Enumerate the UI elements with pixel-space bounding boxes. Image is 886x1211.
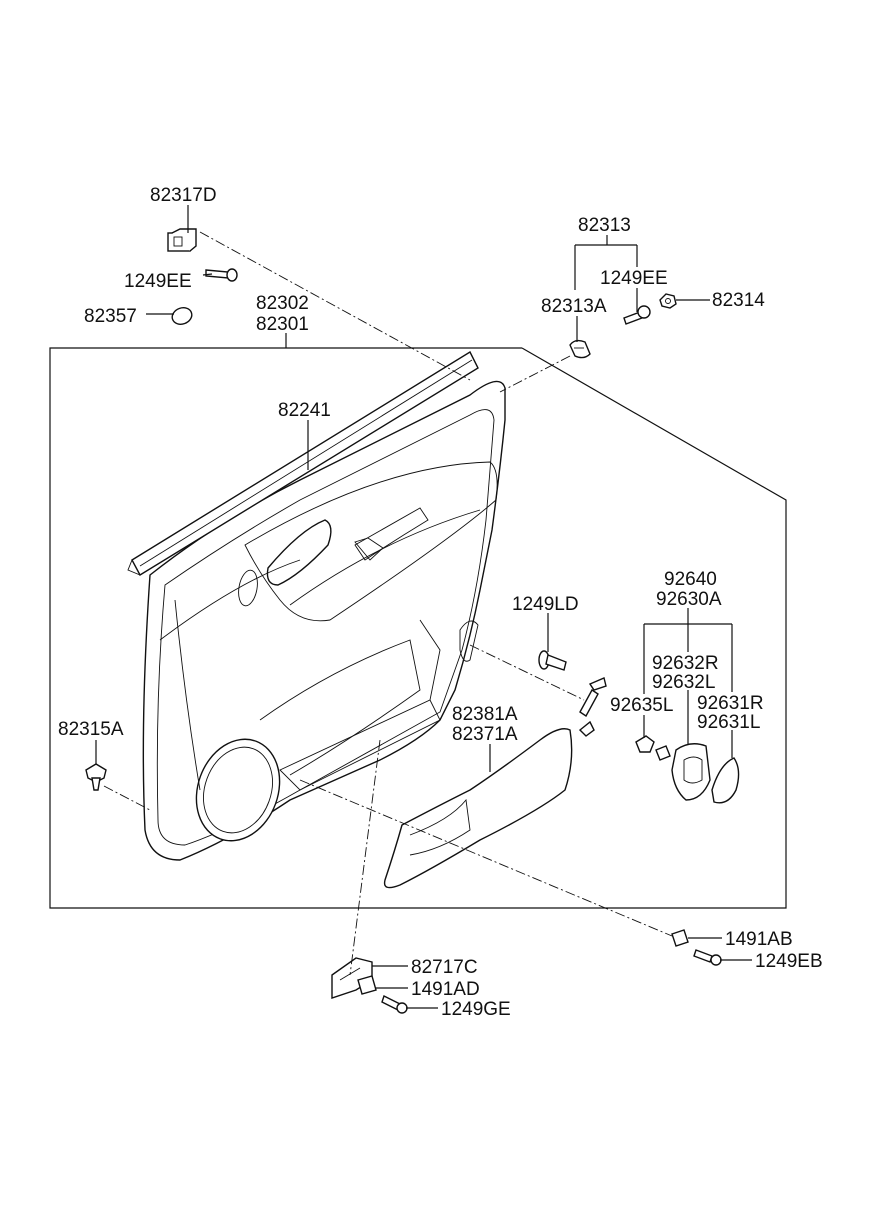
label-82313: 82313 [578,215,631,236]
label-1249LD: 1249LD [512,594,579,615]
label-1491AD: 1491AD [411,979,480,1000]
part-labels: 82317D 1249EE 82357 82302 82301 82313 12… [58,185,823,1020]
grommet-82313A [569,339,591,359]
inside-handle-parts [635,735,740,804]
nut-82314 [659,293,677,309]
label-92632L: 92632L [652,672,715,693]
label-82314: 82314 [712,290,765,311]
label-92631R: 92631R [697,693,764,714]
label-82301: 82301 [256,314,309,335]
screw-1249EB [693,949,722,966]
door-trim-panel [142,380,506,861]
label-82357: 82357 [84,306,137,327]
label-82315A: 82315A [58,719,124,740]
clip-1491AD [357,975,377,995]
clip-82315A [85,763,107,791]
label-92630A: 92630A [656,589,722,610]
label-1249GE: 1249GE [441,999,511,1020]
label-82717C: 82717C [411,957,478,978]
label-1249EE-left: 1249EE [124,271,192,292]
label-92631L: 92631L [697,712,760,733]
label-1491AB: 1491AB [725,929,793,950]
label-1249EE-right: 1249EE [600,268,668,289]
label-92632R: 92632R [652,653,719,674]
clip-1491AB [671,929,689,947]
clip-82317D [167,228,197,252]
label-82317D: 82317D [150,185,217,206]
screw-1249EE-right [623,305,651,325]
label-82371A: 82371A [452,724,518,745]
label-92635L: 92635L [610,695,673,716]
assembly-lines [103,231,673,976]
screw-1249LD [538,650,567,671]
screw-1249GE [381,995,408,1014]
label-82313A: 82313A [541,296,607,317]
weatherstrip [127,351,479,576]
leader-lines [95,205,752,1009]
label-82381A: 82381A [452,704,518,725]
plug-82357 [171,307,193,325]
lower-garnish [383,728,573,889]
label-92640: 92640 [664,569,717,590]
label-82241: 82241 [278,400,331,421]
screw-1249EE-left [205,268,238,282]
label-82302: 82302 [256,293,309,314]
assembly-box [49,347,787,909]
handle-rod [578,677,607,737]
label-1249EB: 1249EB [755,951,823,972]
